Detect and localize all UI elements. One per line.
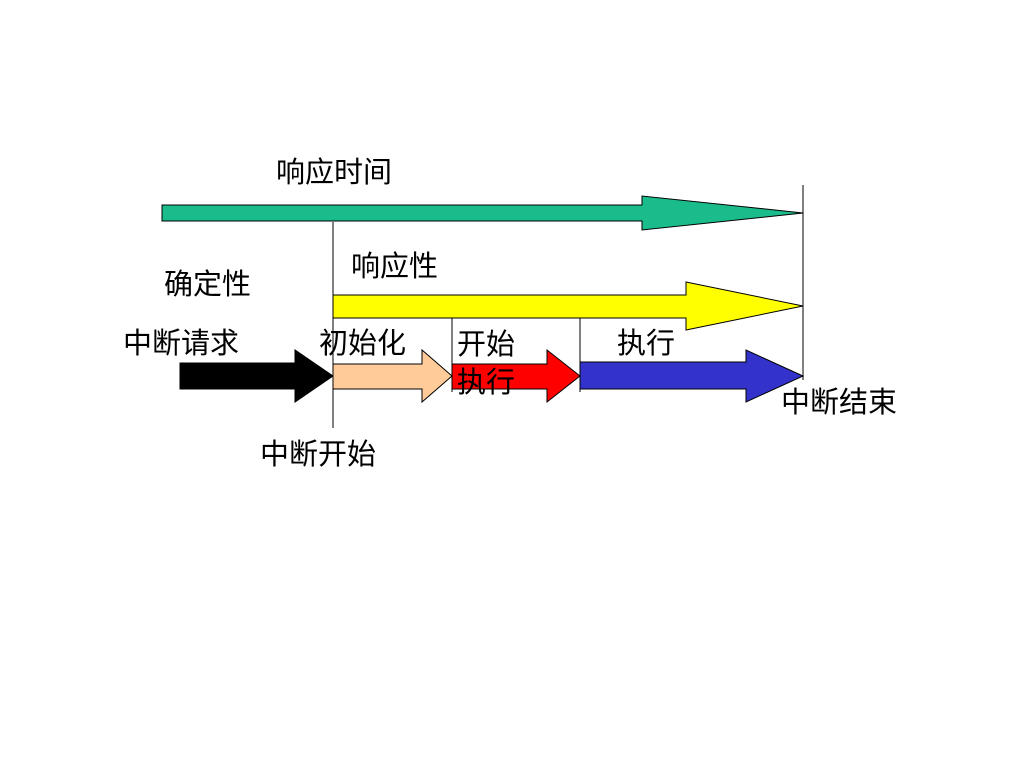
initialize-arrow: [332, 348, 453, 404]
start-exec-label-line1: 开始: [457, 327, 516, 361]
interrupt-end-label: 中断结束: [781, 385, 898, 419]
execute-label: 执行: [617, 326, 676, 360]
execute-arrow: [579, 349, 805, 403]
start-exec-label-line2: 执行: [457, 365, 516, 399]
interrupt-request-label: 中断请求: [123, 326, 240, 360]
determinism-label: 确定性: [164, 267, 252, 301]
response-time-label: 响应时间: [276, 155, 393, 189]
response-time-arrow: [161, 195, 804, 231]
initialize-label: 初始化: [319, 326, 407, 360]
responsiveness-arrow: [332, 281, 804, 331]
interrupt-request-arrow: [179, 349, 334, 403]
interrupt-start-label: 中断开始: [260, 437, 377, 471]
responsiveness-label: 响应性: [351, 249, 439, 283]
start-exec-arrow: [451, 348, 581, 404]
